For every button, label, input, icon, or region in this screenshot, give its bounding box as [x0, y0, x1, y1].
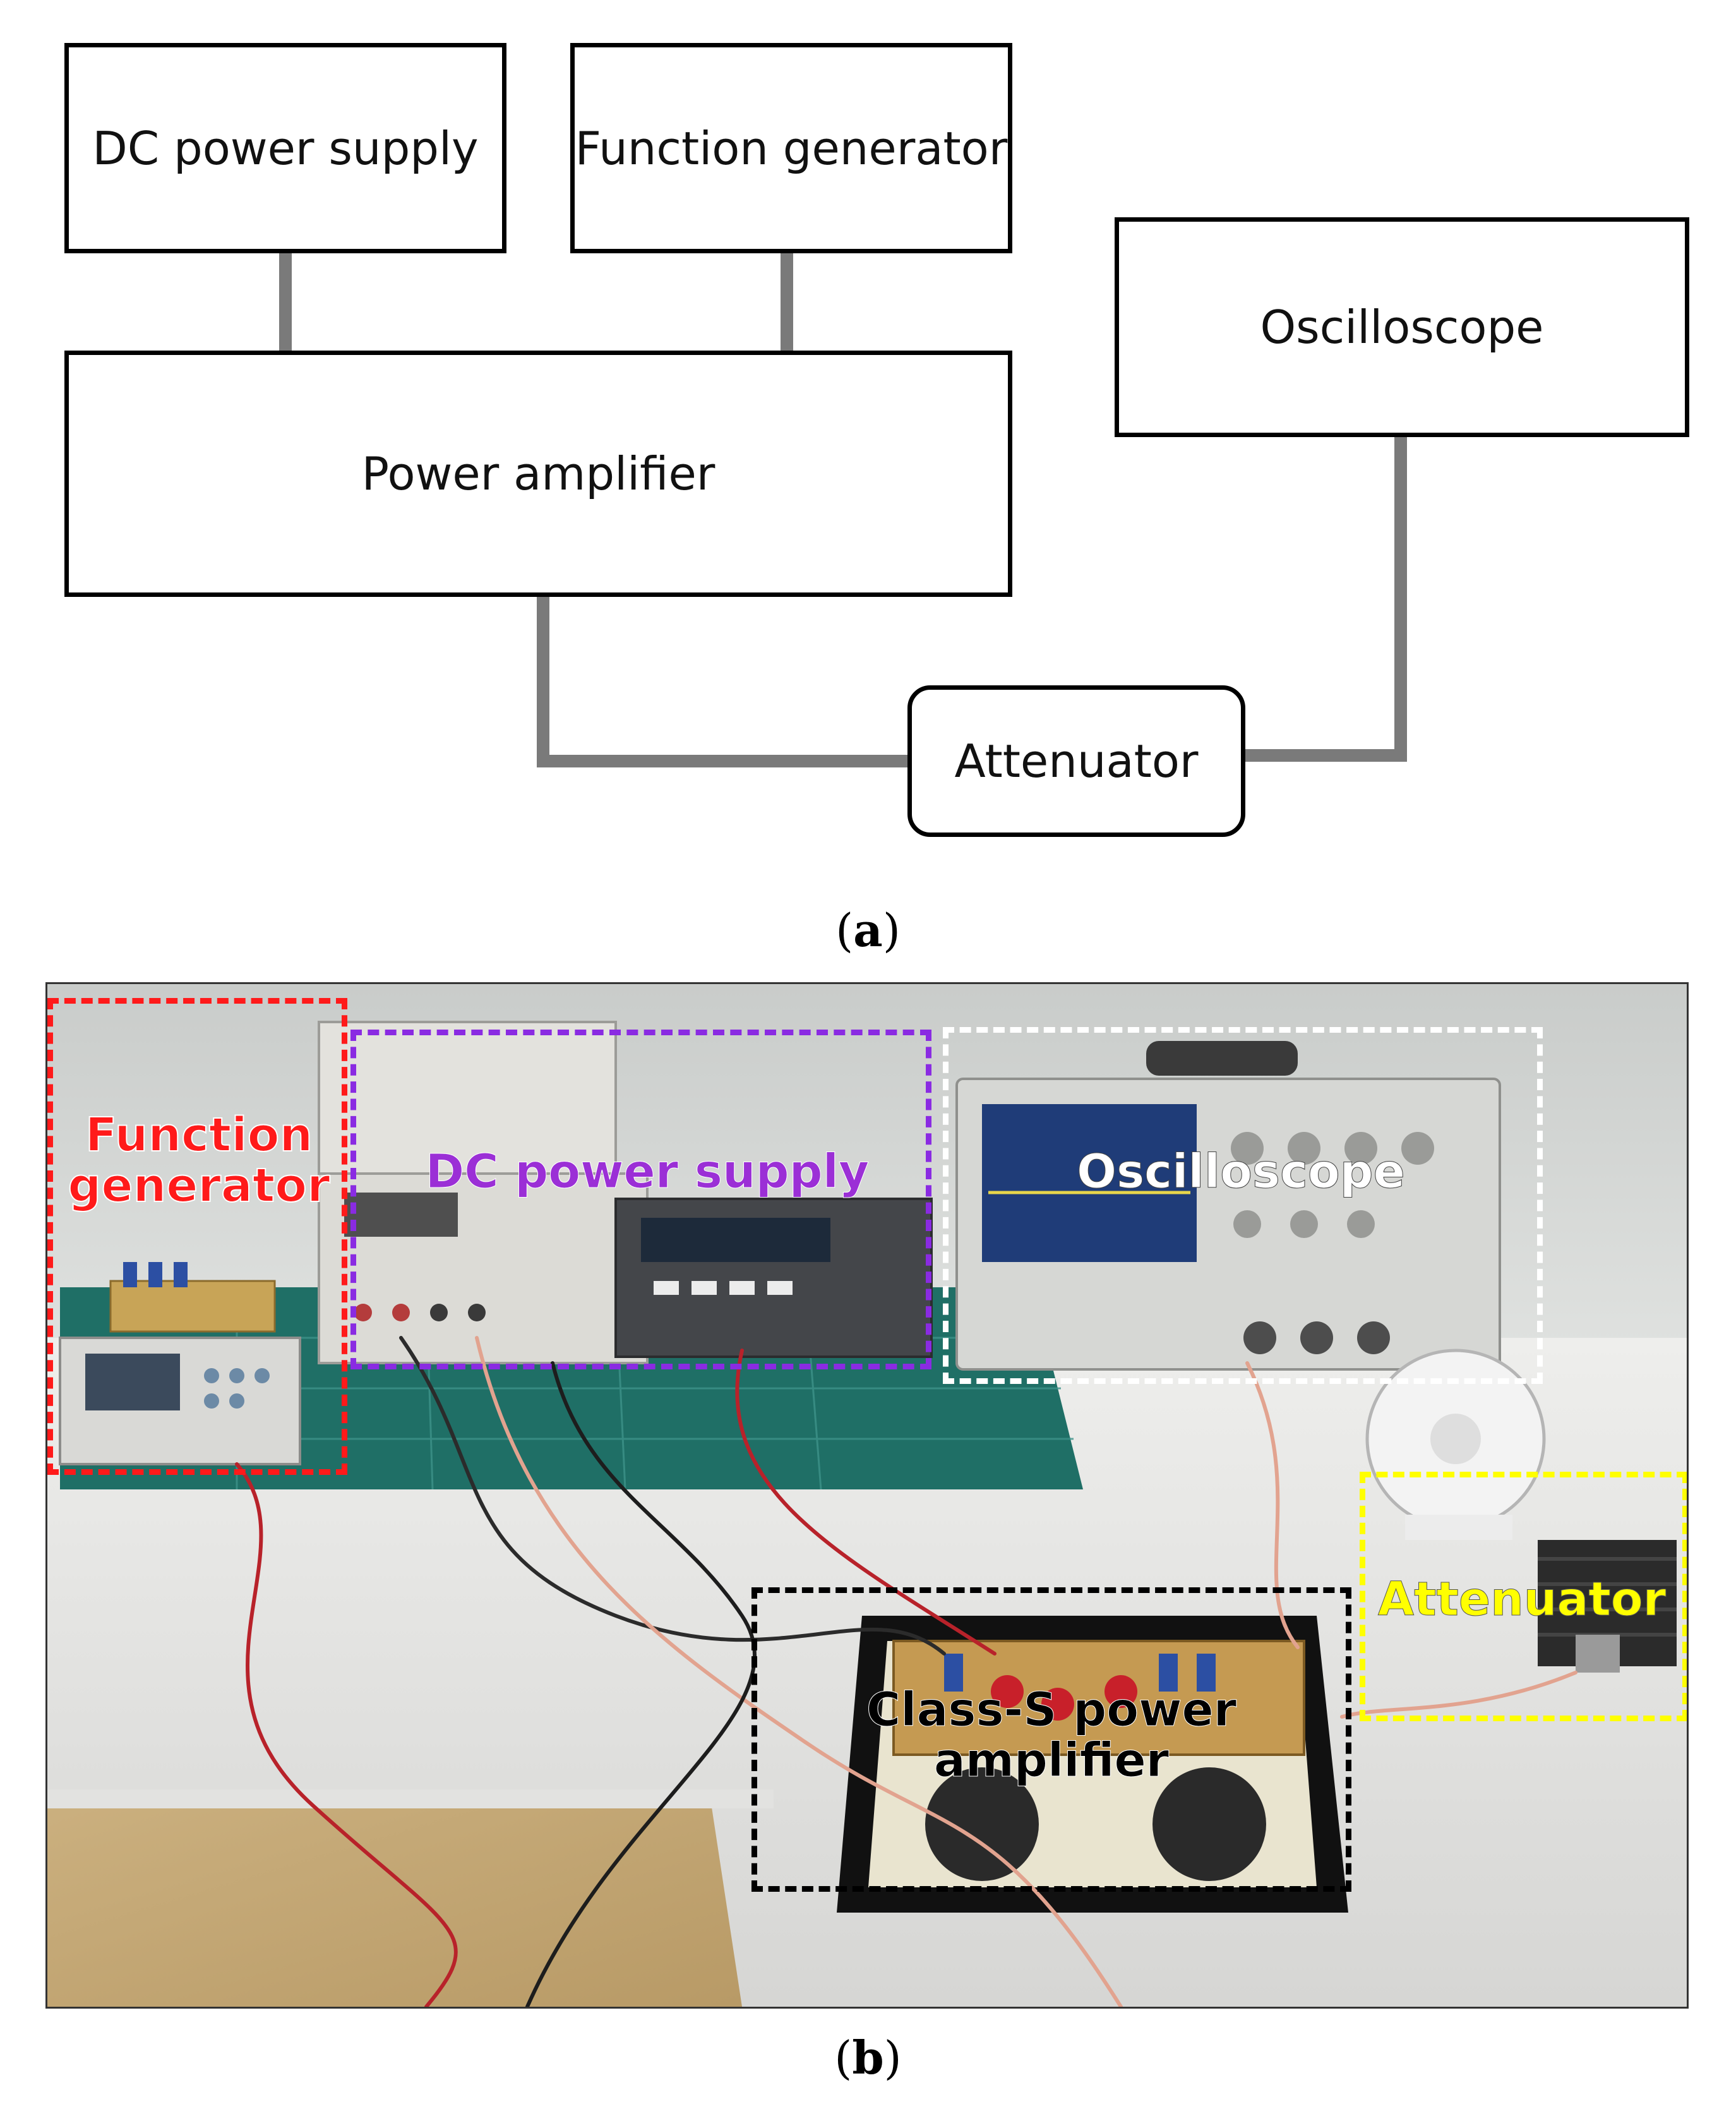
link-amplifier-to-attenuator: [537, 597, 907, 767]
caption-a-close: ): [882, 904, 901, 957]
attenuator-photo-label: Attenuator: [1377, 1572, 1667, 1626]
dc-power-supply-label: DC power supply: [92, 121, 479, 175]
caption-a-letter: a: [853, 903, 883, 957]
caption-a: (a): [0, 903, 1736, 957]
oscilloscope-highlight: [943, 1027, 1543, 1384]
oscilloscope-box: Oscilloscope: [1115, 217, 1689, 437]
function-generator-photo-label: Function generator: [67, 1108, 330, 1213]
function-generator-highlight: [47, 998, 347, 1475]
caption-a-open: (: [835, 904, 854, 957]
function-generator-label: Function generator: [575, 121, 1008, 175]
dc-power-supply-highlight: [350, 1030, 931, 1369]
power-amplifier-label: Power amplifier: [361, 447, 715, 500]
attenuator-label: Attenuator: [954, 735, 1199, 788]
caption-b-open: (: [834, 2031, 853, 2084]
connection-lines: [279, 253, 1407, 767]
oscilloscope-photo-label: Oscilloscope: [1077, 1145, 1406, 1199]
link-attenuator-to-oscilloscope: [1245, 437, 1407, 762]
caption-b-letter: b: [852, 2031, 884, 2084]
power-amplifier-highlight: [751, 1587, 1351, 1892]
attenuator-highlight: [1360, 1472, 1687, 1721]
function-generator-box: Function generator: [570, 43, 1012, 253]
lab-setup-photo: Function generator DC power supply Oscil…: [45, 982, 1689, 2009]
photo-illustration: [47, 984, 1687, 2007]
attenuator-box: Attenuator: [907, 685, 1245, 837]
caption-b-close: ): [883, 2031, 902, 2084]
block-diagram: DC power supply Function generator Oscil…: [0, 0, 1736, 872]
dc-power-supply-photo-label: DC power supply: [425, 1145, 870, 1199]
oscilloscope-label: Oscilloscope: [1260, 301, 1544, 354]
power-amplifier-box: Power amplifier: [64, 351, 1012, 597]
dc-power-supply-box: DC power supply: [64, 43, 506, 253]
caption-b: (b): [0, 2031, 1736, 2084]
power-amplifier-photo-label: Class-S power amplifier: [866, 1683, 1237, 1788]
